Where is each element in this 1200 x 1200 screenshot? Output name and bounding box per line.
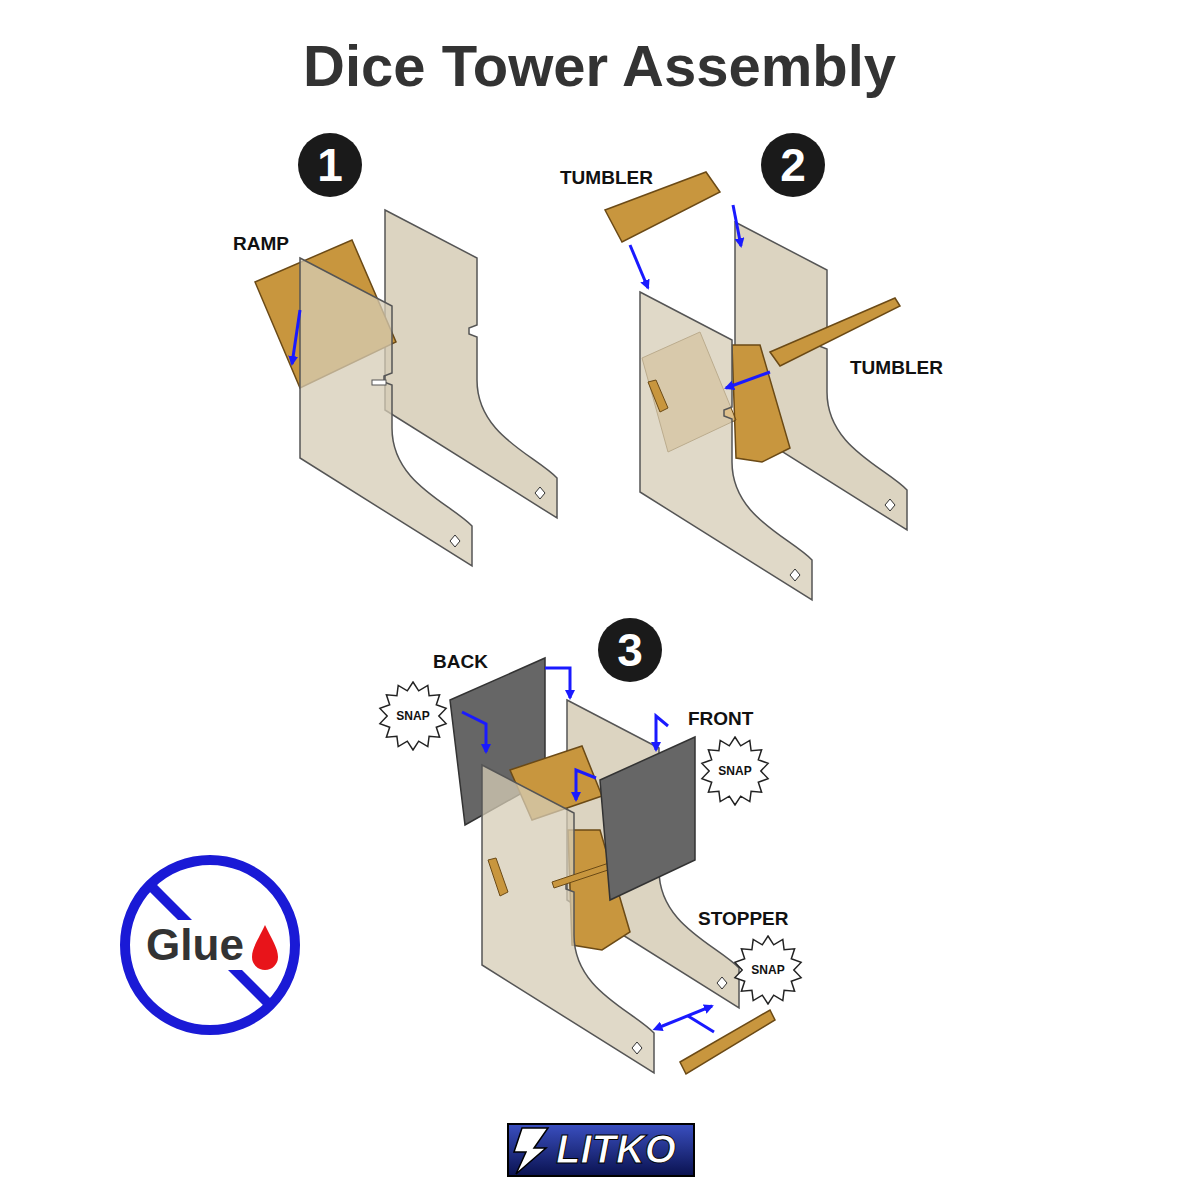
part-label: BACK: [433, 651, 488, 673]
part-label: TUMBLER: [560, 167, 653, 189]
snap-text: SNAP: [718, 764, 751, 778]
snap-starburst: SNAP: [733, 935, 803, 1005]
step-1-parts: [255, 210, 557, 566]
step-circle: 2: [761, 133, 825, 197]
no-glue-circle: Glue: [120, 855, 300, 1035]
step-number: 2: [780, 138, 806, 192]
step-number: 1: [317, 138, 343, 192]
snap-starburst: SNAP: [378, 681, 448, 751]
snap-text: SNAP: [396, 709, 429, 723]
snap-starburst: SNAP: [700, 736, 770, 806]
warning-text: Glue: [144, 920, 246, 970]
snap-text: SNAP: [751, 963, 784, 977]
step-number: 3: [617, 623, 643, 677]
part-label: FRONT: [688, 708, 753, 730]
step-circle: 1: [298, 133, 362, 197]
step-circle: 3: [598, 618, 662, 682]
part-label: RAMP: [233, 233, 289, 255]
logo-mark: [508, 1124, 694, 1176]
part-label: TUMBLER: [850, 357, 943, 379]
part-label: STOPPER: [698, 908, 788, 930]
step-2-parts: [605, 172, 907, 600]
brand-logo-text: LITKO: [556, 1126, 676, 1172]
page-title: Dice Tower Assembly: [303, 32, 896, 99]
step-3-parts: [450, 658, 775, 1074]
